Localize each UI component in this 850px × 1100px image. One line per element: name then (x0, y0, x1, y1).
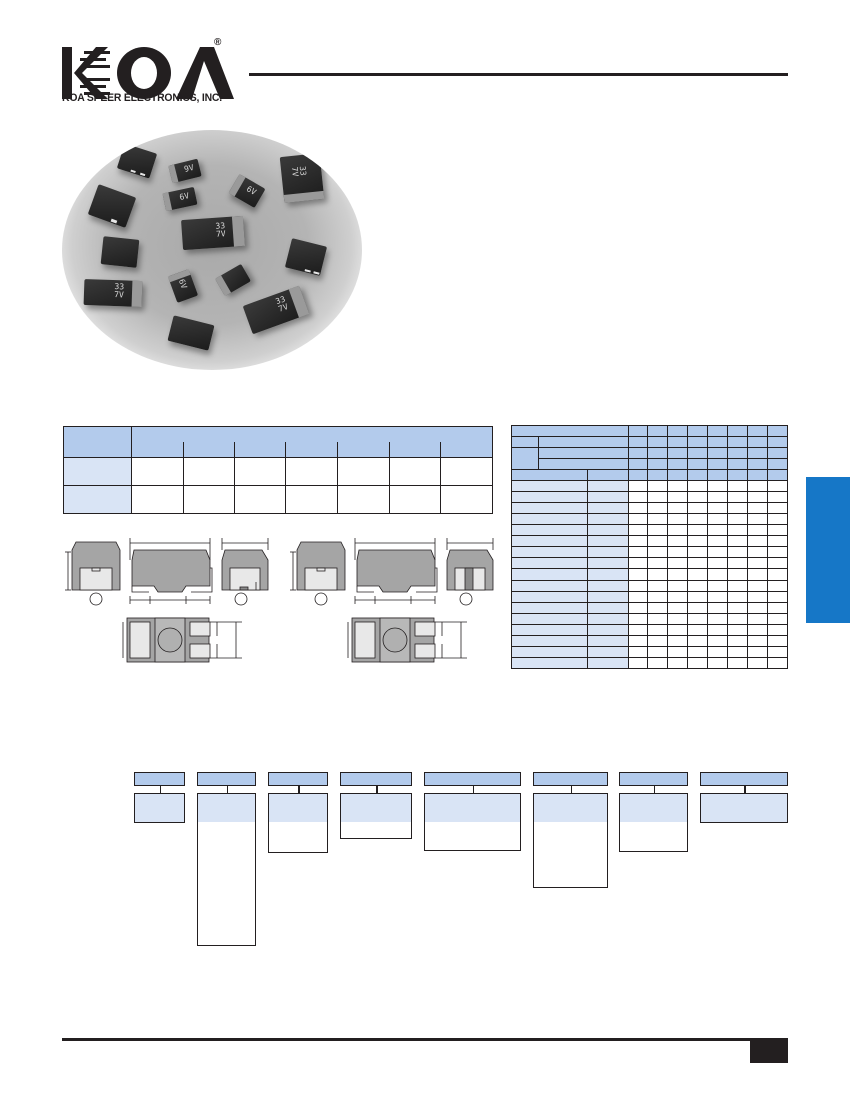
capacitor-chip (284, 238, 328, 276)
table-header-cell (182, 441, 235, 458)
table-row (511, 502, 788, 515)
order-box-header (700, 772, 788, 786)
page-number-box (750, 1038, 788, 1063)
order-box-extra (268, 822, 328, 853)
order-box-extra (424, 822, 521, 851)
capacitor-chip (116, 143, 158, 179)
table-row (511, 535, 788, 548)
table-header-cell (233, 441, 287, 458)
order-box-extra (533, 822, 608, 888)
table-header-cell (337, 441, 391, 458)
order-box-header (134, 772, 185, 786)
table-row (511, 656, 788, 670)
capacitor-chip: 33 7V (279, 153, 325, 203)
ratings-table (511, 424, 788, 670)
order-box-body (424, 793, 521, 823)
order-box-header (268, 772, 328, 786)
order-box-body (700, 793, 788, 823)
order-box-6 (533, 772, 608, 888)
capacitor-chip: 33 7V (181, 215, 245, 251)
order-box-extra (340, 822, 412, 839)
capacitor-chip: 6V (228, 173, 266, 209)
chip-outline-diagram-1 (65, 538, 269, 663)
table-row (511, 557, 788, 570)
capacitor-chip: 6V (162, 186, 198, 212)
order-box-body (268, 793, 328, 823)
capacitor-chip (87, 184, 137, 228)
header-rule (249, 73, 788, 76)
order-box-header (424, 772, 521, 786)
row-label-cell (63, 457, 132, 486)
table-row (511, 645, 788, 658)
table-row (511, 579, 788, 592)
table-row (511, 524, 788, 537)
order-box-header (533, 772, 608, 786)
order-box-4 (340, 772, 412, 840)
order-box-header (197, 772, 256, 786)
order-box-body (197, 793, 256, 823)
table-header-cell (63, 426, 132, 458)
order-box-8 (700, 772, 788, 824)
capacitor-chip (215, 263, 251, 297)
row-label-cell (63, 485, 132, 514)
table-header-cell (130, 441, 184, 458)
table-row (511, 480, 788, 493)
registered-mark: ® (214, 37, 222, 48)
capacitor-chip: 9V (168, 158, 202, 184)
koa-logo (62, 47, 234, 99)
order-box-5 (424, 772, 521, 852)
capacitor-chip: 6V (167, 269, 199, 303)
order-box-7 (619, 772, 688, 853)
table-row (511, 623, 788, 636)
capacitor-chip: 33 7V (242, 285, 310, 335)
dimensions-table (63, 426, 494, 514)
table-row (511, 601, 788, 614)
table-row (511, 590, 788, 603)
table-row (511, 513, 788, 526)
table-row (511, 546, 788, 559)
section-side-tab (806, 477, 850, 623)
order-box-body (619, 793, 688, 823)
table-row (63, 457, 493, 486)
order-box-3 (268, 772, 328, 854)
order-box-header (619, 772, 688, 786)
table-row (511, 612, 788, 625)
order-box-body (340, 793, 412, 823)
table-header-cell (440, 441, 493, 458)
table-row (511, 491, 788, 504)
product-photo: 9V 33 7V 6V 6V 33 7V 33 7V 6V 33 7V (62, 130, 362, 370)
table-row (511, 568, 788, 581)
capacitor-chip (100, 236, 140, 268)
order-box-header (340, 772, 412, 786)
order-box-body (533, 793, 608, 823)
order-box-extra (619, 822, 688, 852)
table-header-cell (130, 426, 494, 442)
order-box-body (134, 793, 185, 823)
table-row (511, 634, 788, 647)
order-box-extra (197, 822, 256, 946)
company-name: KOA SPEER ELECTRONICS, INC. (62, 92, 222, 104)
table-header-cell (285, 441, 339, 458)
capacitor-chip (167, 315, 215, 351)
order-box-2 (197, 772, 256, 946)
chip-outline-diagram-2 (290, 538, 494, 663)
table-row (63, 485, 493, 514)
order-box-1 (134, 772, 185, 824)
table-header-cell (389, 441, 442, 458)
capacitor-chip: 33 7V (83, 278, 143, 308)
footer-rule (62, 1038, 788, 1041)
